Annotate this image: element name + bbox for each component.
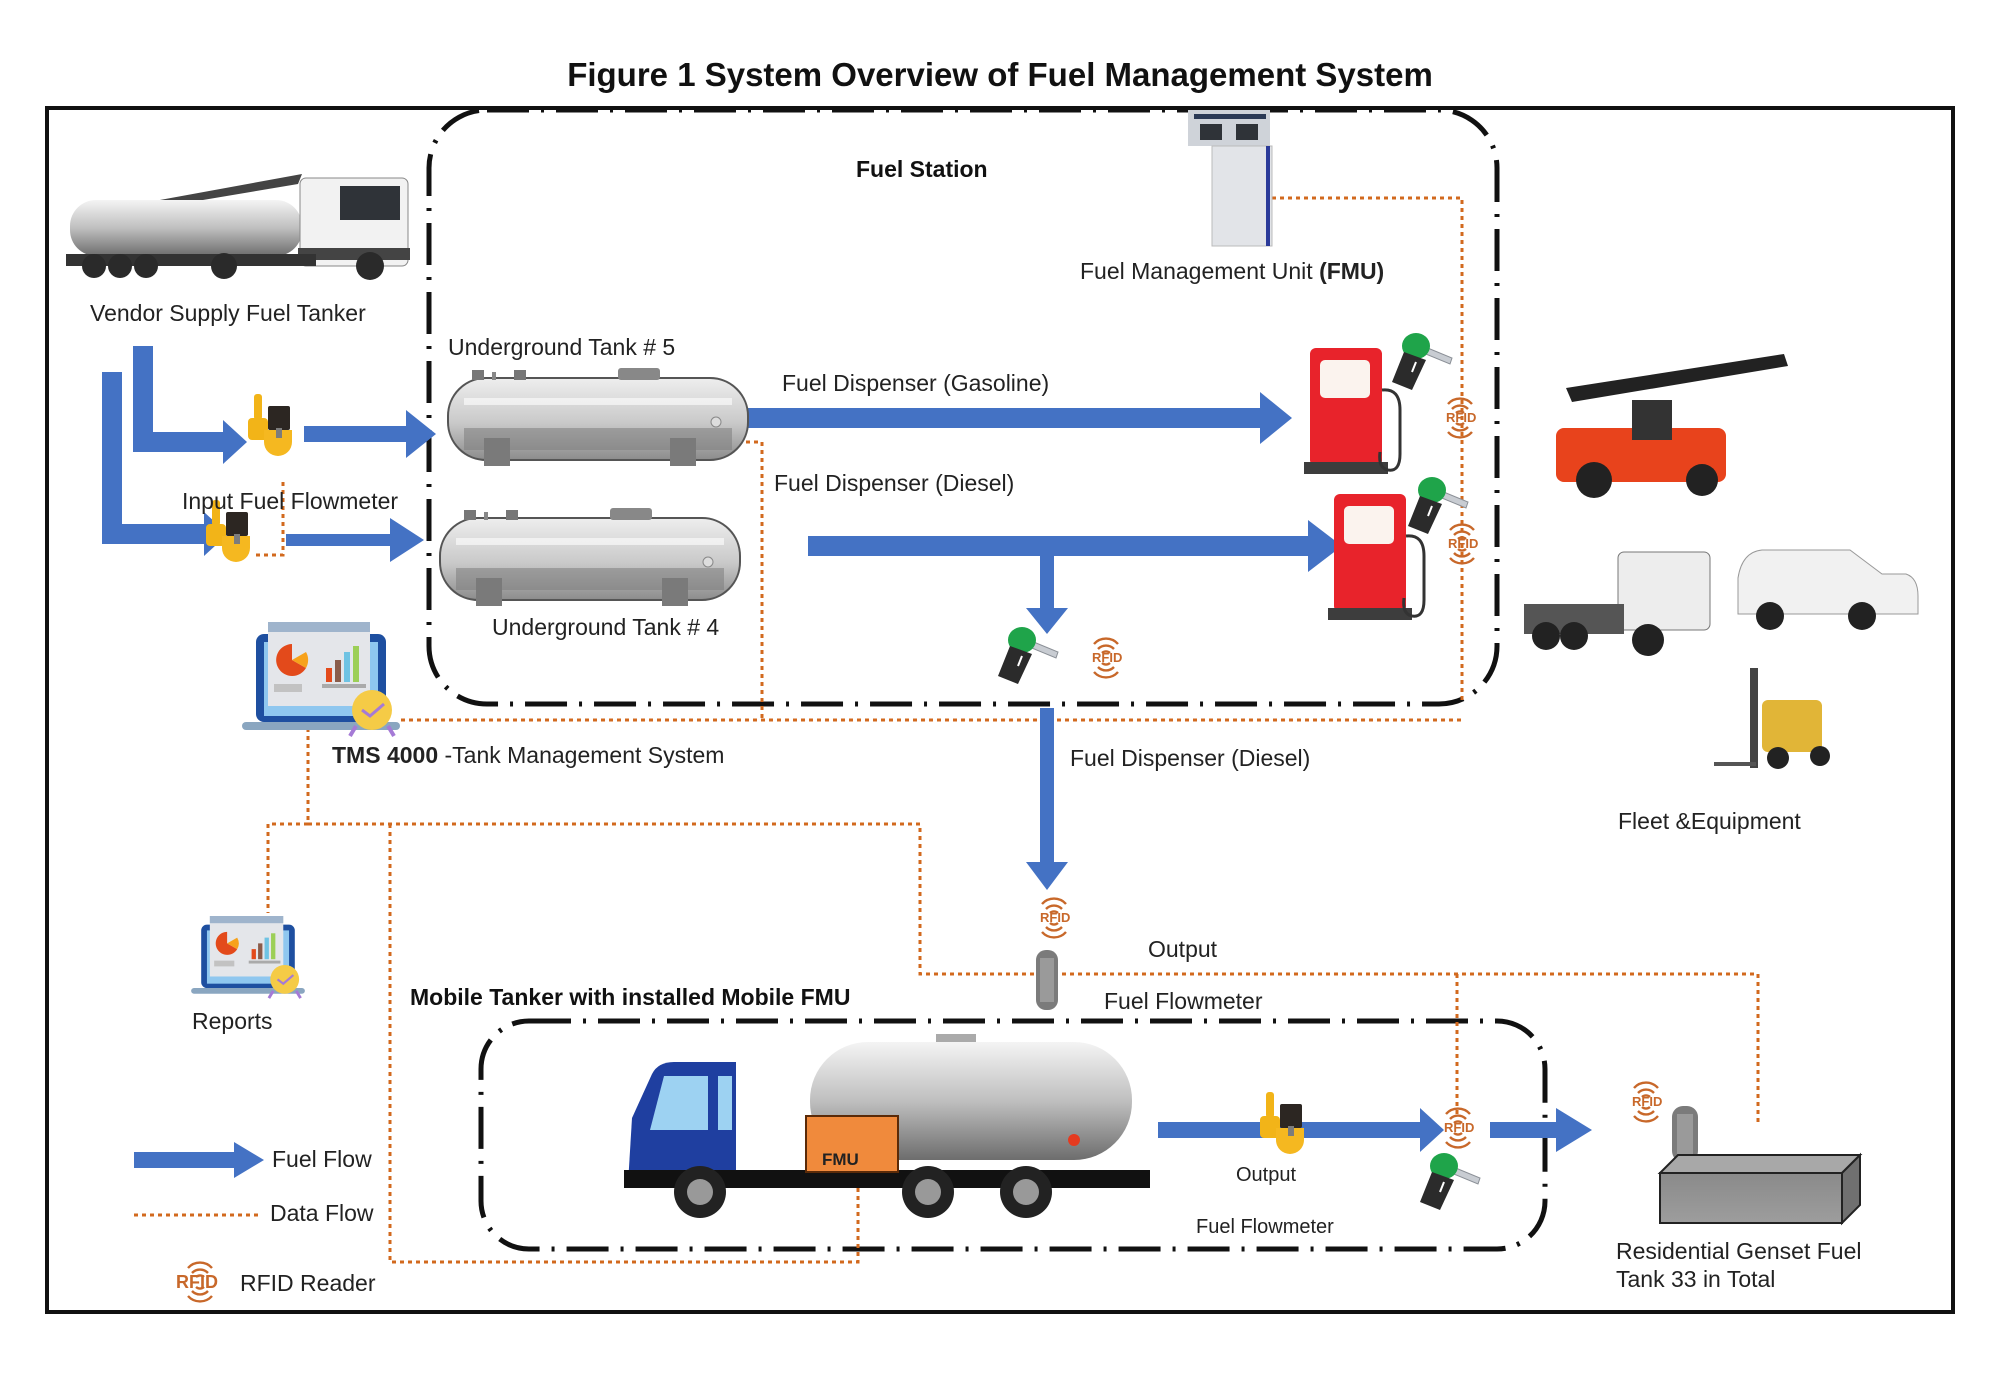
legend-data-flow-label: Data Flow [270, 1200, 374, 1226]
tms-laptop-icon [240, 620, 402, 738]
reach-stacker-icon [1556, 354, 1788, 498]
dispenser-diesel-icon [1326, 492, 1426, 622]
rfid-tag-branch: RFID [1092, 650, 1123, 665]
vendor-tanker-label: Vendor Supply Fuel Tanker [90, 300, 366, 326]
mobile-tanker-label: Mobile Tanker with installed Mobile FMU [410, 984, 851, 1010]
dispenser-diesel-label: Fuel Dispenser (Diesel) [774, 470, 1015, 496]
genset-label-line1: Residential Genset Fuel [1616, 1238, 1862, 1264]
fmu-box-label: FMU [822, 1150, 859, 1169]
fmu-label-bold: (FMU) [1319, 258, 1385, 284]
mobile-tanker-truck-icon [624, 1034, 1150, 1218]
tms-label-text: -Tank Management System [438, 742, 725, 768]
fuel-station-zone [426, 107, 1500, 707]
data-flow-lines [256, 196, 1760, 1264]
output-flowmeter-top-icon [1036, 950, 1058, 1010]
rfid-tag-gasoline: RFID [1446, 410, 1477, 425]
input-flowmeter-label: Input Fuel Flowmeter [182, 488, 399, 514]
genset-tank-icon [1657, 1152, 1863, 1226]
flowmeter-top-label: Fuel Flowmeter [1104, 988, 1263, 1014]
input-flowmeter-1-icon [248, 394, 292, 456]
tms-label: TMS 4000 -Tank Management System [332, 742, 724, 769]
tank4-label: Underground Tank # 4 [492, 614, 720, 640]
vendor-tanker-icon [66, 174, 410, 280]
rfid-tag-genset: RFID [1632, 1094, 1663, 1109]
legend-rfid-reader-label: RFID Reader [240, 1270, 376, 1296]
dispenser-diesel-2-label: Fuel Dispenser (Diesel) [1070, 745, 1311, 771]
output-flowmeter-bottom-icon [1260, 1092, 1304, 1154]
flowmeter-bottom-label: Fuel Flowmeter [1196, 1216, 1334, 1238]
fmu-kiosk-icon [1188, 110, 1273, 247]
legend-fuel-flow-arrow [134, 1142, 264, 1178]
tractor-truck-icon [1524, 551, 1711, 656]
nozzle-gasoline-icon [1391, 332, 1453, 391]
legend-fuel-flow-label: Fuel Flow [272, 1146, 372, 1172]
fleet-label: Fleet &Equipment [1618, 808, 1801, 834]
output-top-label: Output [1148, 936, 1218, 962]
fmu-label: Fuel Management Unit (FMU) [1080, 258, 1384, 285]
genset-label-line2: Tank 33 in Total [1616, 1266, 1776, 1292]
fmu-label-text: Fuel Management Unit [1080, 258, 1320, 284]
forklift-icon [1714, 668, 1830, 769]
nozzle-diesel-branch-icon [997, 626, 1059, 685]
rfid-tag-diesel: RFID [1448, 536, 1479, 551]
reports-laptop-icon [189, 914, 307, 1000]
fuel-station-label: Fuel Station [856, 156, 988, 182]
output-bottom-label: Output [1236, 1164, 1297, 1186]
genset-flowmeter-icon [1672, 1106, 1698, 1162]
dispenser-gasoline-label: Fuel Dispenser (Gasoline) [782, 370, 1050, 396]
pickup-truck-icon [1737, 549, 1919, 630]
reports-label: Reports [192, 1008, 273, 1034]
legend-rfid-tag: RFID [176, 1272, 218, 1292]
dispenser-gasoline-icon [1302, 346, 1402, 476]
tank5-label: Underground Tank # 5 [448, 334, 676, 360]
rfid-tag-mobile: RFID [1444, 1120, 1475, 1135]
rfid-tag-output: RFID [1040, 910, 1071, 925]
tms-label-bold: TMS 4000 [332, 742, 439, 768]
underground-tank-5-icon [447, 367, 749, 467]
figure-title: Figure 1 System Overview of Fuel Managem… [567, 56, 1433, 93]
nozzle-mobile-icon [1419, 1152, 1481, 1211]
underground-tank-4-icon [439, 507, 741, 607]
